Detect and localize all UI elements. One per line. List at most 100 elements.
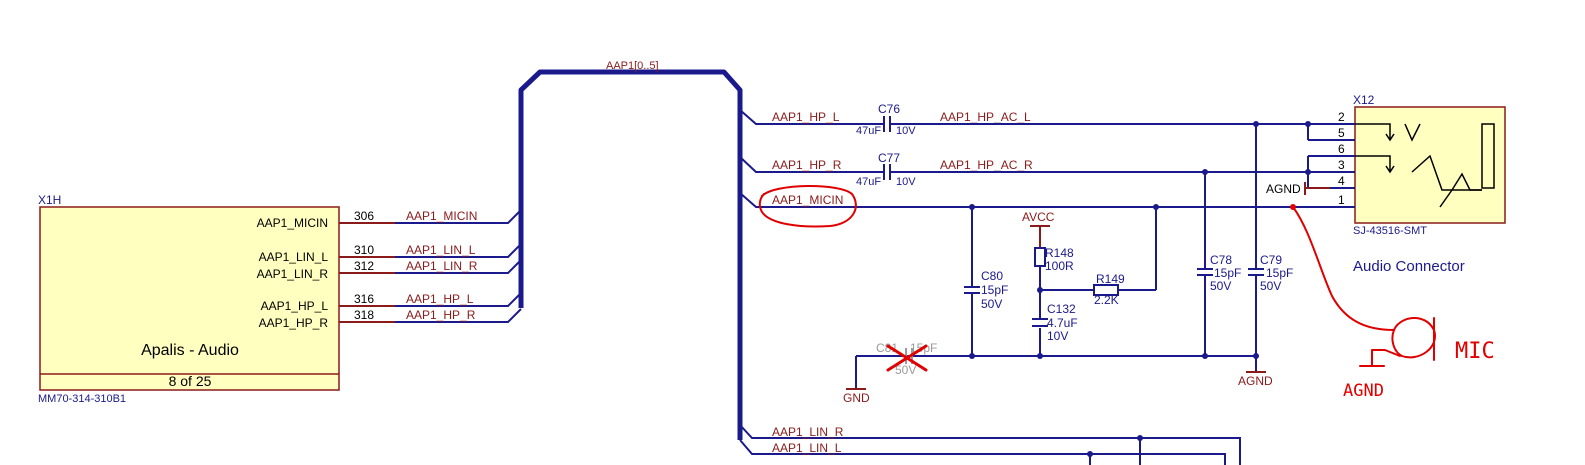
agnd-label: AGND xyxy=(1238,374,1273,388)
x12-caption: Audio Connector xyxy=(1353,258,1465,275)
capacitor-c76[interactable]: C76 47uF 10V xyxy=(856,102,1308,137)
x12-refdes: X12 xyxy=(1353,93,1375,107)
x12-pin-number: 3 xyxy=(1338,158,1345,172)
junction xyxy=(969,353,975,359)
net-label: AAP1_MICIN xyxy=(406,209,477,223)
capacitor-c132[interactable]: C132 4.7uF 10V xyxy=(1032,302,1078,343)
net-wire xyxy=(395,292,522,307)
agnd-annotation: AGND xyxy=(1343,381,1384,401)
net-label: AAP1_HP_R xyxy=(406,308,476,322)
net-wire xyxy=(739,109,884,125)
jack-symbol-icon xyxy=(1355,123,1495,208)
capacitor-c77[interactable]: C77 47uF 10V xyxy=(856,151,1308,188)
capacitor-c79[interactable]: C79 15pF 50V xyxy=(1248,121,1293,372)
net-label: AAP1_HP_L xyxy=(772,110,840,124)
c76-value: 47uF xyxy=(856,125,881,137)
net-wire xyxy=(395,308,522,323)
net-label: AAP1_LIN_L xyxy=(772,441,842,455)
c132-value: 4.7uF xyxy=(1047,316,1078,330)
net-label: AAP1_LIN_R xyxy=(406,259,478,273)
r148-value: 100R xyxy=(1045,259,1074,273)
r149-value: 2.2K xyxy=(1094,293,1119,307)
bus-aap1[interactable]: AAP1[0..5] xyxy=(518,60,743,440)
net-wire xyxy=(395,209,522,224)
pin-number: 310 xyxy=(354,243,374,257)
net-label: AAP1_MICIN xyxy=(772,193,843,207)
x1h-title: Apalis - Audio xyxy=(141,342,239,359)
mic-bias-network xyxy=(855,204,1259,388)
pin-number: 306 xyxy=(354,209,374,223)
junction xyxy=(1087,451,1093,457)
c81-ref: C81 xyxy=(876,341,898,355)
x1h-part-number: MM70-314-310B1 xyxy=(38,393,126,405)
x1h-refdes: X1H xyxy=(38,193,61,207)
net-wire xyxy=(739,192,1300,208)
gnd-symbol: GND xyxy=(843,388,870,405)
x12-part-number: SJ-43516-SMT xyxy=(1353,225,1427,237)
agnd-symbol: AGND xyxy=(1238,371,1273,388)
x1h-pin-name: AAP1_LIN_R xyxy=(257,267,329,281)
c77-ref: C77 xyxy=(878,151,900,165)
r148-ref: R148 xyxy=(1045,246,1074,260)
x12-body xyxy=(1354,106,1506,224)
c81-cross-mark xyxy=(886,344,928,372)
pin-number: 316 xyxy=(354,292,374,306)
net-wire xyxy=(739,424,1241,465)
x1h-body xyxy=(39,206,340,391)
right-nets: AAP1_HP_L AAP1_HP_R AAP1_MICIN AAP1_HP_A… xyxy=(739,109,1300,465)
c78-value: 15pF xyxy=(1214,266,1241,280)
junction xyxy=(1037,353,1043,359)
x12-pin-number: 2 xyxy=(1338,110,1345,124)
c80-ref: C80 xyxy=(981,269,1003,283)
mic-capsule-icon xyxy=(1391,317,1436,359)
bus-label: AAP1[0..5] xyxy=(606,60,659,72)
capacitor-c80[interactable]: C80 15pF 50V xyxy=(964,269,1008,311)
c76-ref: C76 xyxy=(878,102,900,116)
r149-ref: R149 xyxy=(1096,272,1125,286)
net-wire xyxy=(395,259,522,274)
net-wire xyxy=(739,156,884,173)
resistor-r149[interactable]: R149 2.2K xyxy=(1093,272,1125,307)
c132-voltage: 10V xyxy=(1047,329,1068,343)
c78-voltage: 50V xyxy=(1210,279,1231,293)
c81-voltage: 50V xyxy=(895,363,916,377)
x12-pin-number: 5 xyxy=(1338,126,1345,140)
connector-x12[interactable]: X12 SJ-43516-SMT Audio Connector 2 5 6 3… xyxy=(1266,93,1506,275)
markup-annotations: MIC AGND xyxy=(758,185,1495,401)
x1h-pin-stubs: 306 310 312 316 318 xyxy=(339,209,395,323)
c79-voltage: 50V xyxy=(1260,279,1281,293)
net-wire xyxy=(739,439,1226,465)
bus-line xyxy=(518,69,743,440)
x1h-page: 8 of 25 xyxy=(169,373,212,389)
c78-ref: C78 xyxy=(1210,253,1232,267)
mic-lead xyxy=(1292,206,1395,331)
junction xyxy=(1137,435,1143,441)
net-label: AAP1_LIN_R xyxy=(772,425,844,439)
net-label: AAP1_HP_R xyxy=(772,158,842,172)
x12-pin-number: 4 xyxy=(1338,174,1345,188)
c77-voltage: 10V xyxy=(896,176,916,188)
x1h-pin-name: AAP1_HP_L xyxy=(261,299,329,313)
pin-number: 318 xyxy=(354,308,374,322)
resistor-r148[interactable]: R148 100R xyxy=(1034,246,1074,273)
net-label: AAP1_LIN_L xyxy=(406,243,476,257)
junction xyxy=(1037,287,1043,293)
capacitor-c78[interactable]: C78 15pF 50V xyxy=(1197,169,1241,356)
c76-voltage: 10V xyxy=(896,125,916,137)
x12-pin-number: 6 xyxy=(1338,142,1345,156)
gnd-label: GND xyxy=(843,391,870,405)
x1h-pin-name: AAP1_LIN_L xyxy=(259,250,329,264)
c79-ref: C79 xyxy=(1260,253,1282,267)
x1h-pin-name: AAP1_MICIN xyxy=(257,216,328,230)
c80-value: 15pF xyxy=(981,283,1008,297)
x1h-component[interactable]: X1H Apalis - Audio 8 of 25 MM70-314-310B… xyxy=(38,193,340,405)
avcc-label: AVCC xyxy=(1022,210,1055,224)
mic-ground-lead xyxy=(1371,349,1401,367)
micin-circle xyxy=(758,185,857,228)
x12-pin-number: 1 xyxy=(1338,193,1345,207)
net-label: AAP1_HP_L xyxy=(406,292,474,306)
c77-value: 47uF xyxy=(856,176,881,188)
mic-annotation: MIC xyxy=(1455,339,1495,364)
net-label: AAP1_HP_AC_L xyxy=(940,110,1031,124)
